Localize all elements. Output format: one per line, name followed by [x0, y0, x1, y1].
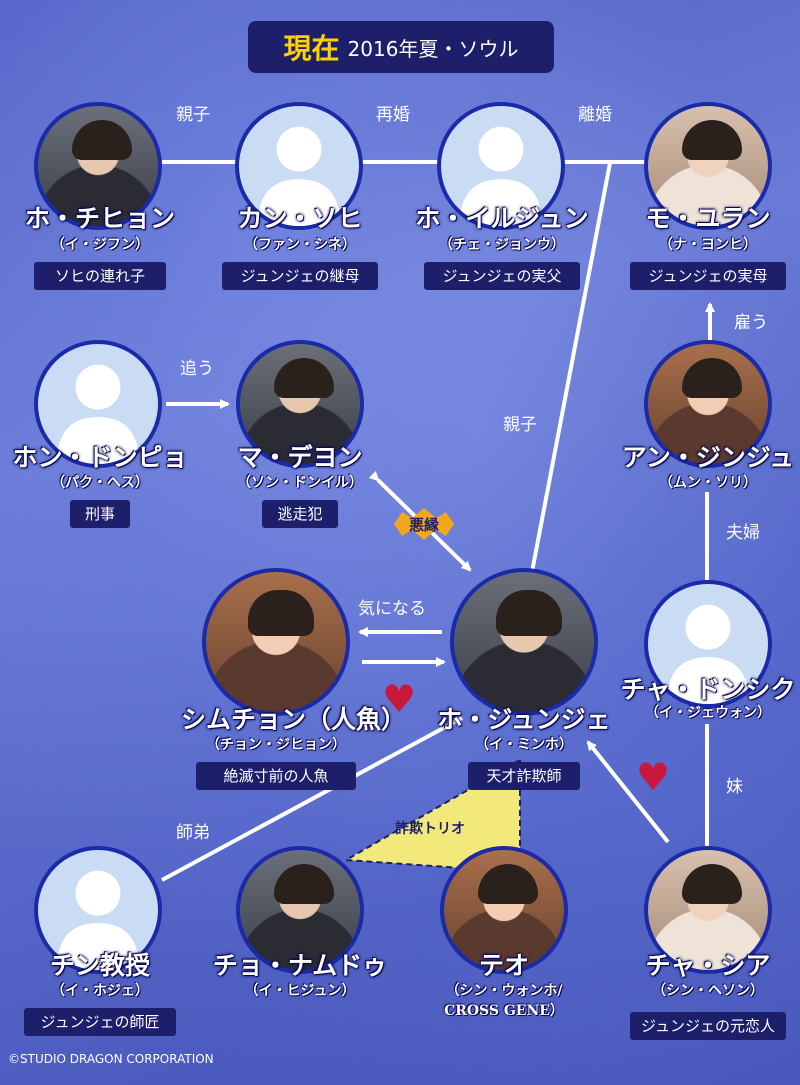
person-silhouette-icon [666, 604, 750, 704]
avatar-iljun-placeholder [437, 102, 565, 230]
title-now: 現在 [283, 32, 340, 65]
character-name-simcheong: シムチョン（人魚） [181, 705, 407, 734]
mentor-line [161, 716, 463, 882]
role-label-sohi: ジュンジェの継母 [222, 262, 378, 290]
role-label-chihyon: ソヒの連れ子 [34, 262, 166, 290]
character-name-dongpyo: ホン・ドンピョ [12, 443, 188, 472]
actor-name-namdu: （イ・ヒジュン） [244, 983, 356, 999]
character-name-sohi: カン・ソヒ [237, 204, 363, 233]
copyright-text: ©STUDIO DRAGON CORPORATION [8, 1052, 214, 1066]
role-label-junjae: 天才詐欺師 [468, 762, 580, 790]
relation-label-remarriage: 再婚 [376, 105, 410, 125]
relation-label-trio: 詐欺トリオ [395, 821, 465, 837]
avatar-yuran [644, 102, 772, 230]
relation-label-oyako-junjae: 親子 [503, 415, 537, 435]
person-silhouette-icon [257, 126, 341, 226]
role-label-iljun: ジュンジェの実父 [424, 262, 580, 290]
avatar-jinju [644, 340, 772, 468]
actor-name-chihyon: （イ・ジフン） [50, 237, 150, 253]
relation-label-oyako: 親子 [176, 105, 210, 125]
actor-name-deyon: （ソン・ドンイル） [237, 475, 363, 491]
relation-label-mentor: 師弟 [176, 823, 210, 843]
character-name-dongsik: チャ・ドンシク [620, 675, 796, 704]
relation-label-hire: 雇う [734, 313, 768, 333]
character-name-yuran: モ・ユラン [645, 204, 771, 233]
role-label-dongpyo: 刑事 [70, 500, 130, 528]
avatar-chihyon [34, 102, 162, 230]
role-label-yuran: ジュンジェの実母 [630, 262, 786, 290]
avatar-teo [440, 846, 568, 974]
person-silhouette-icon [56, 870, 140, 970]
character-name-namdu: チョ・ナムドゥ [212, 951, 388, 980]
avatar-sia [644, 846, 772, 974]
avatar-simcheong [202, 568, 350, 716]
actor-name-simcheong: （チョン・ジヒョン） [206, 737, 346, 753]
character-name-jinju: アン・ジンジュ [621, 443, 795, 472]
heart-icon: ♥ [382, 677, 417, 721]
avatar-junjae [450, 568, 598, 716]
avatar-dongpyo-placeholder [34, 340, 162, 468]
role-label-deyon: 逃走犯 [262, 500, 338, 528]
avatar-deyon [236, 340, 364, 468]
character-name-iljun: ホ・イルジュン [415, 204, 589, 233]
person-silhouette-icon [459, 126, 543, 226]
person-silhouette-icon [56, 364, 140, 464]
actor-name-yuran: （ナ・ヨンヒ） [659, 237, 757, 253]
sia-junjae-arrow [586, 740, 670, 844]
character-name-junjae: ホ・ジュンジェ [437, 705, 611, 734]
character-name-deyon: マ・デヨン [237, 443, 363, 472]
heart-icon: ♥ [636, 755, 671, 799]
actor-name-sohi: （ファン・シネ） [244, 237, 356, 253]
character-name-sia: チャ・シア [645, 951, 771, 980]
iljun-junjae-line [530, 162, 612, 573]
bad-fate-label: 悪縁 [408, 516, 439, 534]
role-label-simcheong: 絶滅寸前の人魚 [196, 762, 356, 790]
relation-label-chase: 追う [180, 359, 214, 379]
role-label-sia: ジュンジェの元恋人 [630, 1012, 786, 1040]
relation-label-curious: 気になる [358, 599, 426, 619]
title-subtitle: 2016年夏・ソウル [347, 36, 519, 61]
role-label-chin: ジュンジェの師匠 [24, 1008, 176, 1036]
character-name-chin: チン教授 [49, 951, 150, 980]
relation-label-married: 夫婦 [726, 523, 760, 543]
actor-name-teo: （シン・ウォンホ/ [445, 983, 563, 999]
avatar-namdu [236, 846, 364, 974]
avatar-chin-placeholder [34, 846, 162, 974]
avatar-sohi-placeholder [235, 102, 363, 230]
relation-label-sister: 妹 [726, 777, 743, 797]
actor-name-jinju: （ムン・ソリ） [659, 475, 757, 491]
actor-name-iljun: （チェ・ジョンウ） [439, 237, 565, 253]
title-banner: 現在 2016年夏・ソウル [248, 21, 554, 73]
bad-fate-badge: 悪縁 [392, 508, 456, 540]
actor-name-dongpyo: （パク・ヘス） [51, 475, 149, 491]
character-name-chihyon: ホ・チヒョン [24, 204, 175, 233]
actor-name-chin: （イ・ホジェ） [51, 983, 149, 999]
character-name-teo: テオ [478, 951, 529, 980]
actor-group-teo: CROSS GENE） [444, 1003, 564, 1019]
actor-name-sia: （シン・ヘソン） [652, 983, 764, 999]
actor-name-dongsik: （イ・ジェウォン） [645, 705, 771, 721]
actor-name-junjae: （イ・ミンホ） [475, 737, 573, 753]
relation-label-divorce: 離婚 [578, 105, 612, 125]
avatar-dongsik-placeholder [644, 580, 772, 708]
